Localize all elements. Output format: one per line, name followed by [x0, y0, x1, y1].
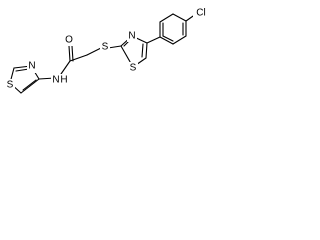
atom-label-amide-nitrogen: N [52, 75, 59, 86]
bond [69, 54, 88, 62]
bond [145, 42, 148, 59]
bond [172, 35, 187, 45]
atom-labels: O N H S N S N S Cl [5, 7, 209, 92]
bond [172, 13, 187, 22]
bond [162, 35, 174, 42]
bond [15, 68, 30, 72]
structure-canvas: O N H S N S N S Cl [0, 0, 219, 104]
atom-label-thiazole-left-sulfur: S [7, 80, 14, 91]
bond [60, 60, 71, 75]
bond [22, 79, 37, 91]
atom-label-thiazole-center-sulfur: S [130, 63, 137, 74]
bond [107, 45, 122, 49]
amide-linker [38, 45, 122, 80]
atom-label-thiazole-left-nitrogen: N [28, 61, 35, 72]
bond [141, 43, 144, 58]
bond [159, 13, 174, 23]
bond [86, 47, 102, 56]
chlorophenyl-ring [146, 13, 197, 45]
bond [146, 36, 161, 44]
atom-label-thioether-sulfur: S [102, 42, 109, 53]
molecule-structure: O N H S N S N S Cl [5, 7, 209, 94]
bond [68, 45, 71, 62]
bond [159, 36, 174, 45]
bond [71, 45, 74, 62]
atom-label-thiazole-center-nitrogen: N [128, 31, 135, 42]
atom-label-amide-oxygen: O [65, 35, 73, 46]
atom-label-chlorine: Cl [196, 8, 205, 19]
atom-label-amide-hydrogen: H [60, 75, 67, 86]
bond [20, 78, 40, 94]
